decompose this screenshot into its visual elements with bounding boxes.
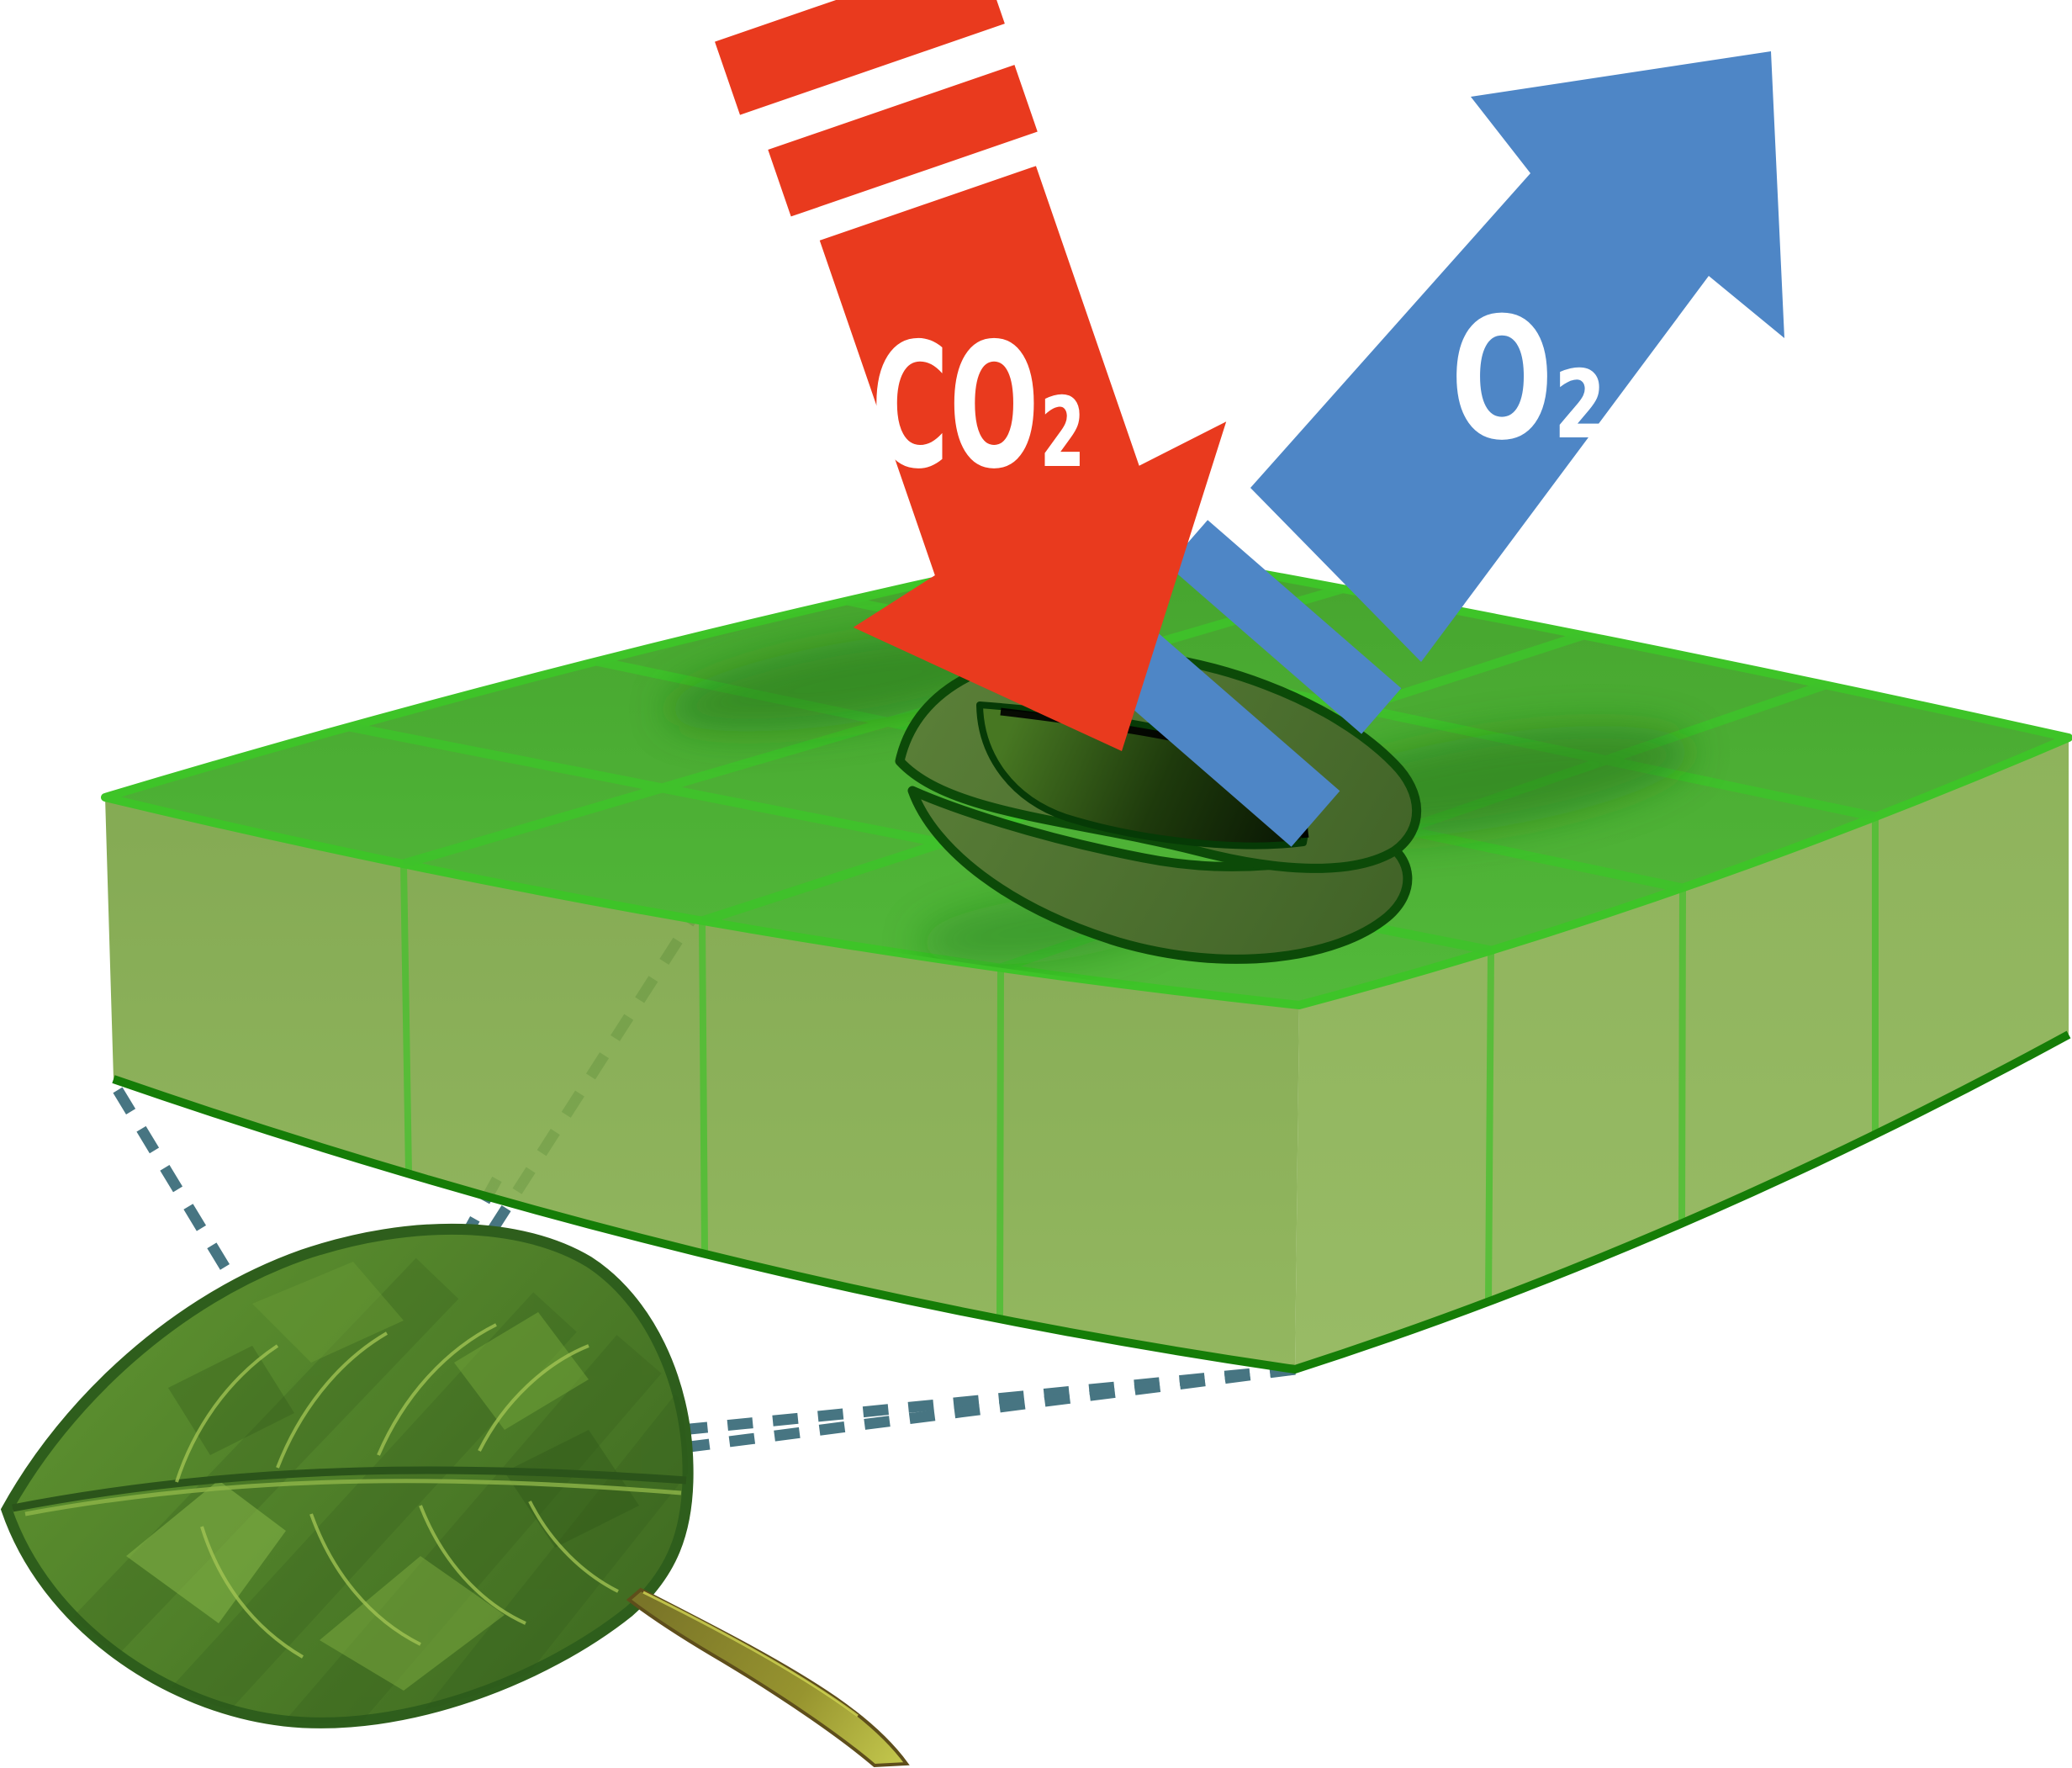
leaf-stem-highlight <box>642 1591 859 1718</box>
whole-leaf <box>0 1223 910 1768</box>
tissue-bottom-edge <box>112 1030 2071 1374</box>
leaf-veins <box>175 1323 619 1659</box>
co2-arrow-body <box>819 166 1227 751</box>
o2-label: O₂ <box>1451 282 1606 478</box>
leaf-stem <box>626 1587 910 1768</box>
co2-label: CO₂ <box>871 307 1086 507</box>
o2-arrow-body <box>1250 51 1784 662</box>
guard-cell-lower <box>907 786 1413 964</box>
callout-line-left-corner <box>113 1087 340 1452</box>
side-face-cell-lines <box>400 817 1879 1320</box>
co2-arrow: CO₂ <box>715 0 1227 751</box>
stoma-opening <box>976 701 1308 850</box>
o2-arrow: O₂ <box>1060 51 1784 847</box>
leaf-midrib <box>12 1466 687 1512</box>
o2-tail-stripe-1 <box>1167 520 1402 734</box>
co2-tail-stripe-1 <box>768 65 1038 217</box>
co2-tail-stripe-2 <box>715 0 1005 115</box>
